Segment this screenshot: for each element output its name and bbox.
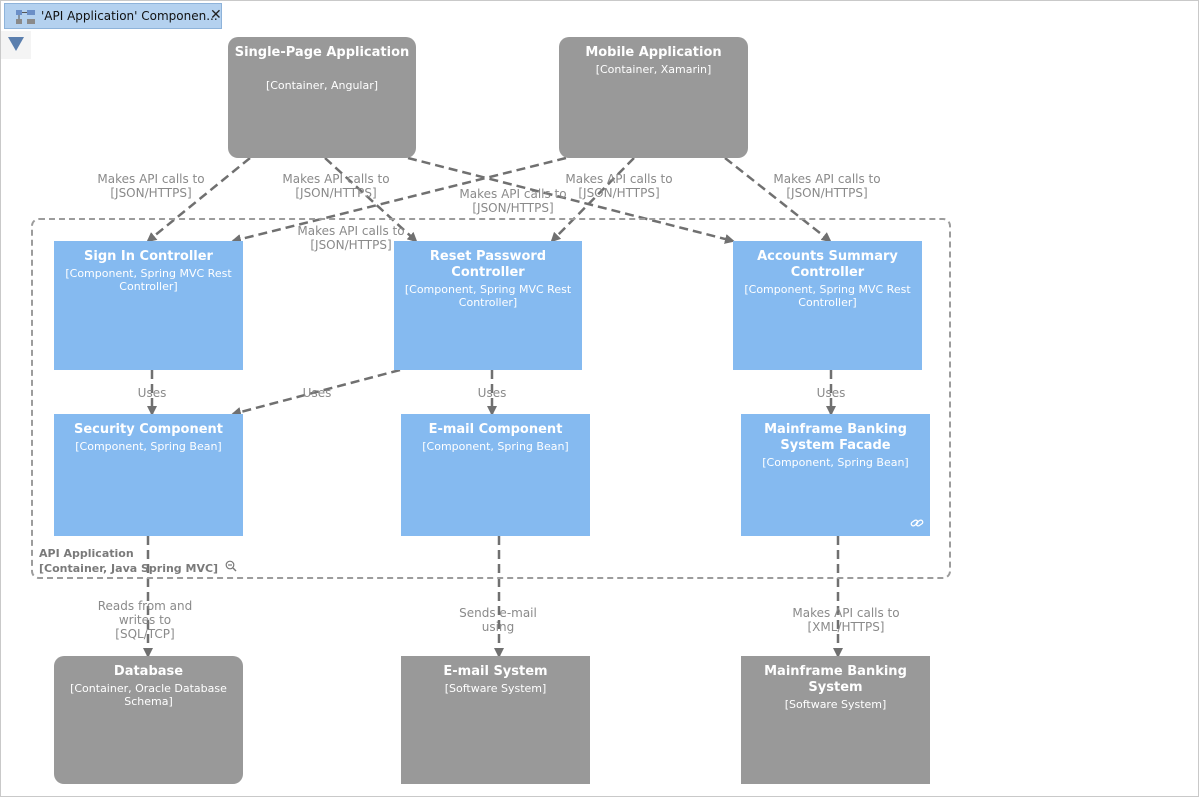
element-name: Security Component: [73, 422, 224, 437]
filter-triangle-icon[interactable]: [8, 37, 24, 51]
edge-label-line: [JSON/HTTPS]: [110, 186, 192, 200]
boundary-type: [Container, Java Spring MVC]: [39, 562, 219, 575]
database-container[interactable]: Database [Container, Oracle Database Sch…: [54, 656, 243, 784]
element-name: Mobile Application: [585, 45, 722, 60]
edge-label-signin-security: Uses: [138, 386, 167, 400]
element-description: [Software System]: [784, 698, 887, 711]
edge-label-line: Reads from and: [97, 599, 193, 613]
edge-label-line: [JSON/HTTPS]: [472, 201, 554, 215]
edge-label-line: Uses: [137, 386, 167, 400]
element-description: [Component, Spring Bean]: [762, 456, 909, 469]
edge-label-facade-mainframe: Makes API calls to [XML/HTTPS]: [792, 606, 899, 634]
boundary-name: API Application: [39, 547, 134, 560]
element-description: [Container, Oracle Database Schema]: [70, 682, 227, 708]
element-name: Reset Password Controller: [429, 249, 547, 280]
reset-password-controller[interactable]: Reset Password Controller [Component, Sp…: [394, 241, 582, 370]
edge-label-line: Makes API calls to: [773, 172, 881, 186]
edge-label-line: Makes API calls to: [459, 187, 567, 201]
edge-label-line: Uses: [302, 386, 332, 400]
element-description: [Software System]: [444, 682, 547, 695]
element-description: [Component, Spring Bean]: [422, 440, 569, 453]
edge-spa-reset: [324, 157, 418, 243]
edge-label-line: Uses: [477, 386, 507, 400]
edge-label-line: Makes API calls to: [565, 172, 673, 186]
edge-label-line: Makes API calls to: [97, 172, 205, 186]
boundary-label: API Application [Container, Java Spring …: [39, 546, 218, 576]
edge-label-line: [XML/HTTPS]: [807, 620, 885, 634]
element-name: Database: [113, 664, 184, 679]
element-name: Accounts Summary Controller: [757, 249, 898, 280]
element-name: Mainframe Banking System: [764, 664, 907, 695]
edge-label-line: using: [481, 620, 515, 634]
mainframe-banking-system-facade[interactable]: Mainframe Banking System Facade [Compone…: [741, 414, 930, 536]
edge-label-line: [JSON/HTTPS]: [786, 186, 868, 200]
tab-title: 'API Application' Componen...: [41, 9, 218, 23]
edge-label-email-emailsys: Sends e-mail using: [459, 606, 537, 634]
edge-label-line: Makes API calls to: [282, 172, 390, 186]
email-system[interactable]: E-mail System [Software System]: [401, 656, 590, 784]
edge-label-line: writes to: [118, 613, 172, 627]
edge-label-line: [SQL/TCP]: [115, 627, 175, 641]
accounts-summary-controller[interactable]: Accounts Summary Controller [Component, …: [733, 241, 922, 370]
element-name: Sign In Controller: [84, 249, 213, 264]
element-description: [Component, Spring MVC Rest Controller]: [65, 267, 232, 293]
tab-bar: 'API Application' Componen... ✕: [1, 1, 1197, 31]
edge-label-line: Sends e-mail: [459, 606, 537, 620]
edge-spa-signin: [146, 157, 251, 243]
edge-label-mobile-signin: Makes API calls to [JSON/HTTPS]: [297, 224, 404, 252]
edge-label-line: Makes API calls to: [297, 224, 405, 238]
security-component[interactable]: Security Component [Component, Spring Be…: [54, 414, 243, 536]
edge-label-mobile-reset: Makes API calls to [JSON/HTTPS]: [565, 172, 672, 200]
api-application-boundary: [31, 218, 951, 579]
edge-mobile-accounts: [724, 157, 832, 243]
zoom-out-icon[interactable]: [225, 560, 237, 575]
filter-toolbar: [1, 31, 31, 59]
single-page-application-container[interactable]: Single-Page Application [Container, Angu…: [228, 37, 416, 158]
edge-label-reset-security: Uses: [303, 386, 332, 400]
edge-mobile-signin: [231, 156, 567, 244]
edge-label-spa-signin: Makes API calls to [JSON/HTTPS]: [97, 172, 204, 200]
edge-label-line: Makes API calls to: [792, 606, 900, 620]
element-name: E-mail Component: [428, 422, 563, 437]
mobile-application-container[interactable]: Mobile Application [Container, Xamarin]: [559, 37, 748, 158]
edge-label-line: [JSON/HTTPS]: [310, 238, 392, 252]
element-description: [Container, Xamarin]: [595, 63, 712, 76]
edge-reset-security: [231, 368, 401, 417]
element-description: [Container, Angular]: [265, 79, 379, 92]
element-description: [Component, Spring Bean]: [75, 440, 222, 453]
edge-label-spa-reset: Makes API calls to [JSON/HTTPS]: [282, 172, 389, 200]
element-description: [Component, Spring MVC Rest Controller]: [744, 283, 911, 309]
edge-label-spa-accounts: Makes API calls to [JSON/HTTPS]: [459, 187, 566, 215]
sign-in-controller[interactable]: Sign In Controller [Component, Spring MV…: [54, 241, 243, 370]
email-component[interactable]: E-mail Component [Component, Spring Bean…: [401, 414, 590, 536]
edge-label-line: [JSON/HTTPS]: [578, 186, 660, 200]
mainframe-banking-system[interactable]: Mainframe Banking System [Software Syste…: [741, 656, 930, 784]
tab-api-application-components[interactable]: 'API Application' Componen... ✕: [4, 3, 222, 29]
edge-label-line: [JSON/HTTPS]: [295, 186, 377, 200]
element-name: Single-Page Application: [234, 45, 410, 60]
close-icon[interactable]: ✕: [210, 7, 222, 23]
link-icon[interactable]: [910, 517, 924, 532]
edge-label-reset-email: Uses: [478, 386, 507, 400]
element-name: Mainframe Banking System Facade: [764, 422, 907, 453]
edge-label-accounts-facade: Uses: [817, 386, 846, 400]
element-description: [Component, Spring MVC Rest Controller]: [404, 283, 572, 309]
edge-label-security-database: Reads from and writes to [SQL/TCP]: [98, 599, 193, 641]
diagram-icon: [16, 10, 35, 24]
edge-mobile-reset: [550, 157, 635, 243]
edge-label-line: Uses: [816, 386, 846, 400]
element-name: E-mail System: [443, 664, 548, 679]
edge-label-mobile-accounts: Makes API calls to [JSON/HTTPS]: [773, 172, 880, 200]
